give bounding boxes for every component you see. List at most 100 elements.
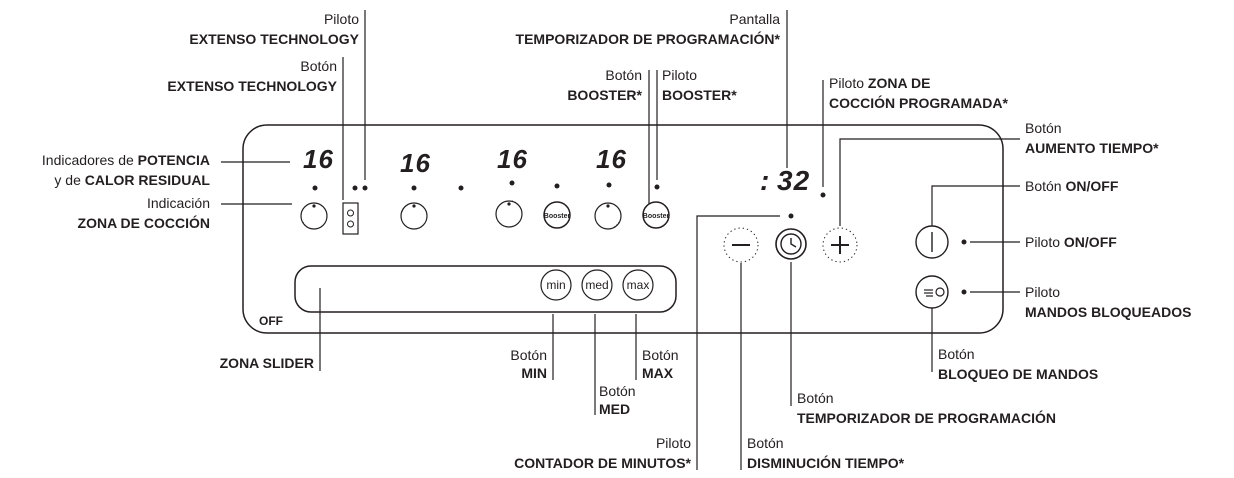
cooking-zone-knob-2[interactable] [400,202,428,230]
timer-display: 32 [777,165,810,196]
label-indicacion-zona: Indicación ZONA DE COCCIÓN [78,195,210,231]
svg-text:Botón: Botón [747,435,784,451]
label-zona-slider: ZONA SLIDER [220,355,314,371]
on-off-button[interactable] [915,225,949,259]
max-button-label: max [627,278,650,292]
extenso-pilot-dot-b [362,185,368,191]
min-button[interactable]: min [540,269,572,301]
svg-text:BOOSTER*: BOOSTER* [662,87,737,103]
svg-text:DISMINUCIÓN TIEMPO*: DISMINUCIÓN TIEMPO* [747,454,905,471]
cooking-zone-knob-1[interactable] [300,202,328,230]
timer-button[interactable] [775,228,807,260]
svg-text:Piloto ZONA DE: Piloto ZONA DE [829,75,930,91]
label-pantalla: Pantalla TEMPORIZADOR DE PROGRAMACIÓN* [516,11,781,47]
label-piloto-booster: Piloto BOOSTER* [662,67,737,103]
zone-pilot-3 [509,180,515,186]
cooking-zone-knob-3[interactable] [495,200,523,228]
svg-text:Piloto: Piloto [1025,284,1060,300]
booster-pilot-b [654,184,660,190]
zone-pilot-1 [312,185,318,191]
programmed-zone-pilot [820,192,826,198]
booster-text-2: Booster [643,213,670,220]
label-boton-bloqueo: Botón BLOQUEO DE MANDOS [938,346,1098,382]
svg-text:Piloto ON/OFF: Piloto ON/OFF [1025,234,1117,250]
svg-text:Piloto: Piloto [324,11,359,27]
decrease-time-button[interactable] [723,227,759,263]
svg-text:TEMPORIZADOR DE PROGRAMACIÓN*: TEMPORIZADOR DE PROGRAMACIÓN* [516,30,781,47]
leader-lines [221,10,1020,470]
svg-text:Botón: Botón [642,347,679,363]
off-label: OFF [259,314,283,328]
svg-text:CONTADOR DE MINUTOS*: CONTADOR DE MINUTOS* [514,455,691,471]
on-off-pilot [961,239,967,245]
power-display-1: 16 [303,144,334,174]
svg-text:Botón: Botón [300,58,337,74]
med-button[interactable]: med [581,269,613,301]
increase-time-button[interactable] [822,227,858,263]
svg-text:MANDOS BLOQUEADOS: MANDOS BLOQUEADOS [1025,304,1191,320]
svg-text:MAX: MAX [642,365,674,381]
max-button[interactable]: max [622,269,654,301]
label-piloto-mandos: Piloto MANDOS BLOQUEADOS [1025,284,1191,320]
svg-text:EXTENSO TECHNOLOGY: EXTENSO TECHNOLOGY [167,78,337,94]
svg-text:Botón ON/OFF: Botón ON/OFF [1025,178,1119,194]
svg-text:COCCIÓN PROGRAMADA*: COCCIÓN PROGRAMADA* [829,94,1008,111]
svg-text:AUMENTO TIEMPO*: AUMENTO TIEMPO* [1025,140,1159,156]
extenso-technology-button[interactable] [342,202,359,235]
med-button-label: med [585,278,608,292]
booster-button-1[interactable]: Booster [543,201,571,229]
zone-pilot-2 [411,185,417,191]
svg-text:ZONA DE COCCIÓN: ZONA DE COCCIÓN [78,214,210,231]
locked-controls-pilot [961,289,967,295]
svg-text:EXTENSO TECHNOLOGY: EXTENSO TECHNOLOGY [189,31,359,47]
svg-text:Pantalla: Pantalla [729,11,780,27]
extenso-pilot-dot-a [352,185,358,191]
label-piloto-onoff: Piloto ON/OFF [1025,234,1117,250]
svg-text:BOOSTER*: BOOSTER* [567,87,642,103]
label-indicadores-potencia: Indicadores de POTENCIA y de CALOR RESID… [42,152,211,188]
label-boton-med: Botón MED [599,383,636,417]
label-piloto-extenso: Piloto EXTENSO TECHNOLOGY [189,11,359,47]
label-boton-temporizador: Botón TEMPORIZADOR DE PROGRAMACIÓN [797,390,1056,426]
booster-button-2[interactable]: Booster [642,201,670,229]
label-boton-extenso: Botón EXTENSO TECHNOLOGY [167,58,337,94]
zone-pilot-center [458,185,464,191]
svg-text:y de CALOR RESIDUAL: y de CALOR RESIDUAL [54,172,210,188]
zone-pilot-4 [606,182,612,188]
booster-text-1: Booster [544,213,571,220]
svg-text:Piloto: Piloto [662,67,697,83]
control-lock-button[interactable] [915,275,949,309]
label-boton-booster: Botón BOOSTER* [567,67,642,103]
svg-text:Indicación: Indicación [147,195,210,211]
svg-text:MED: MED [599,401,630,417]
svg-text:MIN: MIN [521,365,547,381]
label-boton-aumento: Botón AUMENTO TIEMPO* [1025,120,1159,156]
label-boton-min: Botón MIN [510,347,547,381]
power-display-3: 16 [497,144,528,174]
timer-colon: : [760,165,770,196]
svg-text:ZONA SLIDER: ZONA SLIDER [220,355,314,371]
svg-text:Botón: Botón [605,67,642,83]
svg-text:Botón: Botón [510,347,547,363]
label-piloto-contador: Piloto CONTADOR DE MINUTOS* [514,435,691,471]
power-display-4: 16 [596,144,627,174]
label-boton-onoff: Botón ON/OFF [1025,178,1119,194]
min-button-label: min [546,278,565,292]
svg-text:BLOQUEO DE MANDOS: BLOQUEO DE MANDOS [938,366,1098,382]
svg-text:Botón: Botón [599,383,636,399]
cooking-zone-knob-4[interactable] [594,202,622,230]
svg-text:Indicadores de POTENCIA: Indicadores de POTENCIA [42,152,210,168]
svg-text:Botón: Botón [797,390,834,406]
label-boton-max: Botón MAX [642,347,679,381]
minute-counter-pilot [788,213,794,219]
power-display-2: 16 [400,148,431,178]
label-boton-disminucion: Botón DISMINUCIÓN TIEMPO* [747,435,905,471]
label-piloto-zona-programada: Piloto ZONA DE COCCIÓN PROGRAMADA* [829,75,1008,111]
svg-text:TEMPORIZADOR DE PROGRAMACIÓN: TEMPORIZADOR DE PROGRAMACIÓN [797,409,1056,426]
slider-zone[interactable] [294,265,677,313]
svg-text:Piloto: Piloto [656,435,691,451]
booster-pilot-a [554,183,560,189]
svg-text:Botón: Botón [938,346,975,362]
svg-text:Botón: Botón [1025,120,1062,136]
